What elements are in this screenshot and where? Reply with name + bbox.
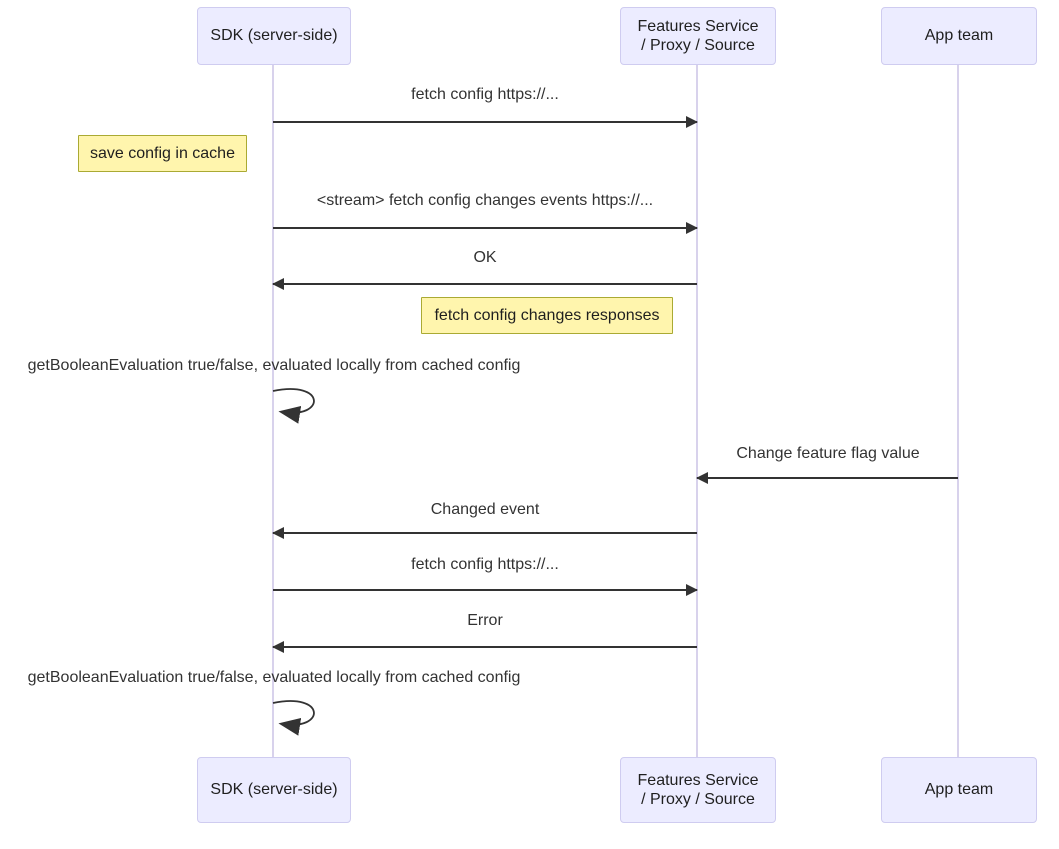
- actor-top-sdk: SDK (server-side): [197, 7, 351, 65]
- message-label-error: Error: [467, 612, 503, 629]
- actor-label: SDK (server-side): [210, 781, 338, 799]
- actor-bottom-sdk: SDK (server-side): [197, 757, 351, 823]
- self-loop-arrow-icon: [272, 388, 315, 424]
- message-label-fetch-config-2: fetch config https://...: [411, 556, 559, 573]
- self-message-label-get-boolean-evaluation-2: getBooleanEvaluation true/false, evaluat…: [27, 669, 521, 686]
- message-label-change-feature-flag: Change feature flag value: [736, 445, 920, 462]
- note-save-config-in-cache: save config in cache: [78, 135, 247, 172]
- actor-label: App team: [924, 781, 994, 799]
- note-label: save config in cache: [90, 144, 235, 162]
- message-arrow-change-feature-flag: [696, 472, 958, 484]
- message-label-changed-event: Changed event: [430, 501, 540, 518]
- message-arrow-fetch-config-1: [273, 116, 698, 128]
- actor-label: Features Service / Proxy / Source: [637, 17, 759, 54]
- message-arrow-fetch-config-2: [273, 584, 698, 596]
- arrowhead-left-icon: [272, 641, 284, 653]
- actor-top-features-service: Features Service / Proxy / Source: [620, 7, 776, 65]
- arrowhead-left-icon: [272, 527, 284, 539]
- message-label-stream-fetch: <stream> fetch config changes events htt…: [316, 192, 654, 209]
- message-arrow-changed-event: [272, 527, 697, 539]
- message-label-fetch-config-1: fetch config https://...: [411, 86, 559, 103]
- note-fetch-config-changes-responses: fetch config changes responses: [421, 297, 673, 334]
- arrowhead-right-icon: [686, 116, 698, 128]
- actor-bottom-features-service: Features Service / Proxy / Source: [620, 757, 776, 823]
- self-loop-arrow-icon: [272, 700, 315, 736]
- message-arrow-ok: [272, 278, 697, 290]
- actor-label: Features Service / Proxy / Source: [637, 771, 759, 808]
- actor-label: SDK (server-side): [210, 27, 338, 45]
- actor-top-app-team: App team: [881, 7, 1037, 65]
- message-arrow-error: [272, 641, 697, 653]
- lifeline-app-team: [957, 65, 959, 757]
- actor-bottom-app-team: App team: [881, 757, 1037, 823]
- actor-label: App team: [924, 27, 994, 45]
- arrowhead-left-icon: [272, 278, 284, 290]
- lifeline-sdk: [272, 65, 274, 757]
- arrowhead-right-icon: [686, 584, 698, 596]
- message-label-ok: OK: [473, 249, 497, 266]
- note-label: fetch config changes responses: [434, 306, 660, 324]
- self-message-label-get-boolean-evaluation-1: getBooleanEvaluation true/false, evaluat…: [27, 357, 521, 374]
- arrowhead-left-icon: [696, 472, 708, 484]
- arrowhead-right-icon: [686, 222, 698, 234]
- message-arrow-stream-fetch: [273, 222, 698, 234]
- lifeline-features-service: [696, 65, 698, 757]
